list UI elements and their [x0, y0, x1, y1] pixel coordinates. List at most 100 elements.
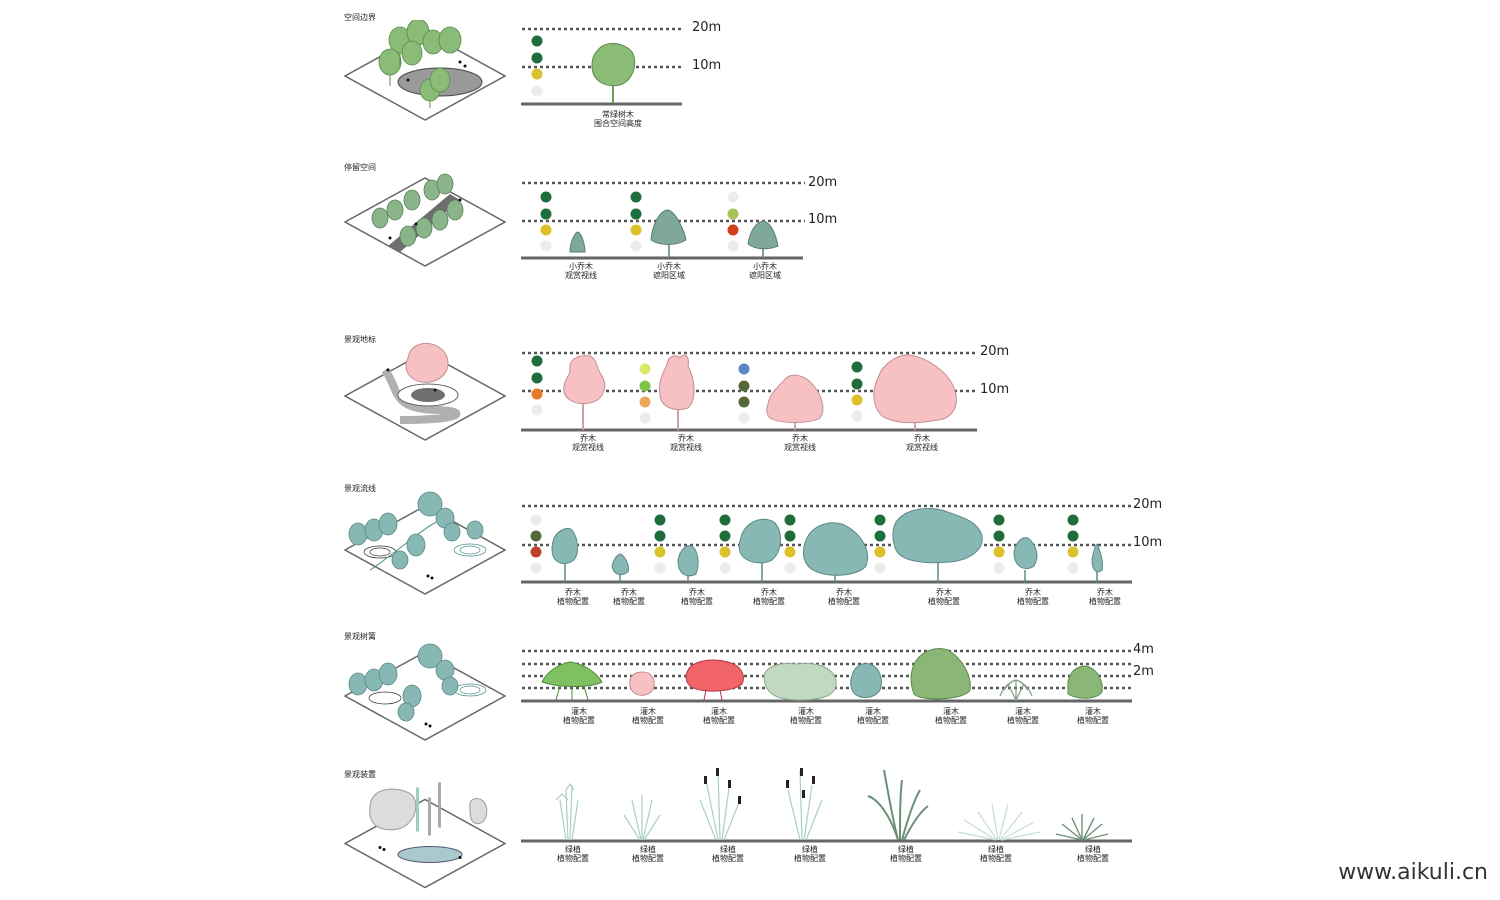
height-label: 10m	[808, 212, 838, 227]
iso-diagram-rest-space	[343, 173, 507, 267]
section1-profile	[521, 27, 682, 106]
flow-tree-8	[1091, 543, 1103, 573]
evergreen-tree	[591, 43, 636, 103]
watermark: www.aikuli.cn	[1338, 860, 1488, 885]
item-label: 常绿树木围合空间高度	[594, 110, 642, 128]
item-label: 乔木植物配置	[681, 588, 713, 606]
shrub-6	[910, 648, 971, 700]
item-label: 乔木植物配置	[753, 588, 785, 606]
item-label: 乔木观赏视线	[784, 434, 816, 452]
section-title-hedge: 景观树篱	[344, 632, 376, 641]
iso-diagram-space-boundary	[343, 20, 507, 121]
height-label: 2m	[1133, 664, 1154, 679]
item-label: 乔木植物配置	[1017, 588, 1049, 606]
iso-diagram-hedge	[343, 643, 507, 741]
shrub-2	[629, 671, 655, 696]
height-label: 20m	[692, 20, 722, 35]
height-label: 10m	[1133, 535, 1163, 550]
item-label: 灌木植物配置	[935, 707, 967, 725]
item-label: 绿植植物配置	[557, 845, 589, 863]
item-label: 小乔木观赏视线	[565, 262, 597, 280]
dot-column	[530, 514, 542, 574]
dot-column	[784, 514, 796, 574]
item-label: 绿植植物配置	[1077, 845, 1109, 863]
landmark-tree-1	[563, 355, 606, 405]
landmark-tree-3	[766, 374, 824, 423]
section-title-rest-space: 停留空间	[344, 163, 376, 172]
dot-column	[719, 514, 731, 574]
landmark-tree-4	[873, 354, 957, 424]
dot-column	[531, 355, 543, 416]
flow-tree-1	[551, 527, 579, 564]
shrub-4	[763, 663, 837, 701]
shrub-5	[850, 663, 883, 698]
item-label: 小乔木遮阳区域	[653, 262, 685, 280]
item-label: 乔木植物配置	[557, 588, 589, 606]
dot-column	[738, 363, 750, 424]
item-label: 灌木植物配置	[857, 707, 889, 725]
item-label: 绿植植物配置	[712, 845, 744, 863]
shrub-1	[541, 661, 603, 687]
flow-tree-4	[738, 518, 781, 564]
item-label: 灌木植物配置	[563, 707, 595, 725]
dot-column	[727, 191, 739, 252]
grass-1	[555, 782, 579, 841]
dot-column	[654, 514, 666, 574]
item-label: 灌木植物配置	[1007, 707, 1039, 725]
item-label: 绿植植物配置	[794, 845, 826, 863]
section3-profile	[521, 351, 978, 432]
item-label: 乔木植物配置	[928, 588, 960, 606]
section6-profile	[521, 768, 1132, 843]
dot-column	[851, 361, 863, 422]
grass-4	[787, 769, 823, 841]
item-label: 绿植植物配置	[890, 845, 922, 863]
dot-column	[874, 514, 886, 574]
item-label: 灌木植物配置	[703, 707, 735, 725]
item-label: 灌木植物配置	[790, 707, 822, 725]
grass-7	[1055, 814, 1109, 841]
small-tree-2	[650, 209, 687, 245]
shrub-8	[1067, 665, 1103, 699]
flow-tree-5	[802, 522, 868, 576]
dot-column	[993, 514, 1005, 574]
height-label: 4m	[1133, 642, 1154, 657]
grass-5	[867, 769, 929, 841]
small-tree-1	[569, 231, 586, 253]
shrub-7	[999, 679, 1033, 702]
section2-profile	[521, 181, 805, 260]
item-label: 乔木观赏视线	[572, 434, 604, 452]
height-label: 10m	[692, 58, 722, 73]
grass-3	[699, 769, 741, 841]
flow-tree-3	[677, 545, 699, 577]
item-label: 乔木植物配置	[1089, 588, 1121, 606]
item-label: 小乔木遮阳区域	[749, 262, 781, 280]
shrub-3	[685, 659, 744, 692]
dot-column	[540, 191, 552, 252]
grass-2	[623, 795, 661, 841]
item-label: 绿植植物配置	[980, 845, 1012, 863]
item-label: 乔木植物配置	[828, 588, 860, 606]
flow-tree-7	[1013, 537, 1038, 570]
iso-diagram-installation	[343, 782, 507, 889]
section-title-landmark: 景观地标	[344, 335, 376, 344]
item-label: 绿植植物配置	[632, 845, 664, 863]
height-label: 20m	[1133, 497, 1163, 512]
iso-diagram-landmark	[343, 342, 507, 441]
iso-diagram-flow	[343, 491, 507, 595]
landmark-tree-2	[659, 354, 695, 410]
item-label: 乔木植物配置	[613, 588, 645, 606]
section-title-installation: 景观装置	[344, 770, 376, 779]
section-title-space-boundary: 空间边界	[344, 13, 376, 22]
grass-6	[957, 803, 1041, 841]
dot-column	[630, 191, 642, 252]
height-label: 20m	[808, 175, 838, 190]
item-label: 乔木观赏视线	[670, 434, 702, 452]
section5-profile	[521, 648, 1133, 703]
item-label: 灌木植物配置	[1077, 707, 1109, 725]
small-tree-3	[747, 220, 779, 250]
section-title-flow: 景观流线	[344, 484, 376, 493]
dot-column	[1067, 514, 1079, 574]
flow-tree-6	[892, 508, 983, 564]
height-label: 20m	[980, 344, 1010, 359]
